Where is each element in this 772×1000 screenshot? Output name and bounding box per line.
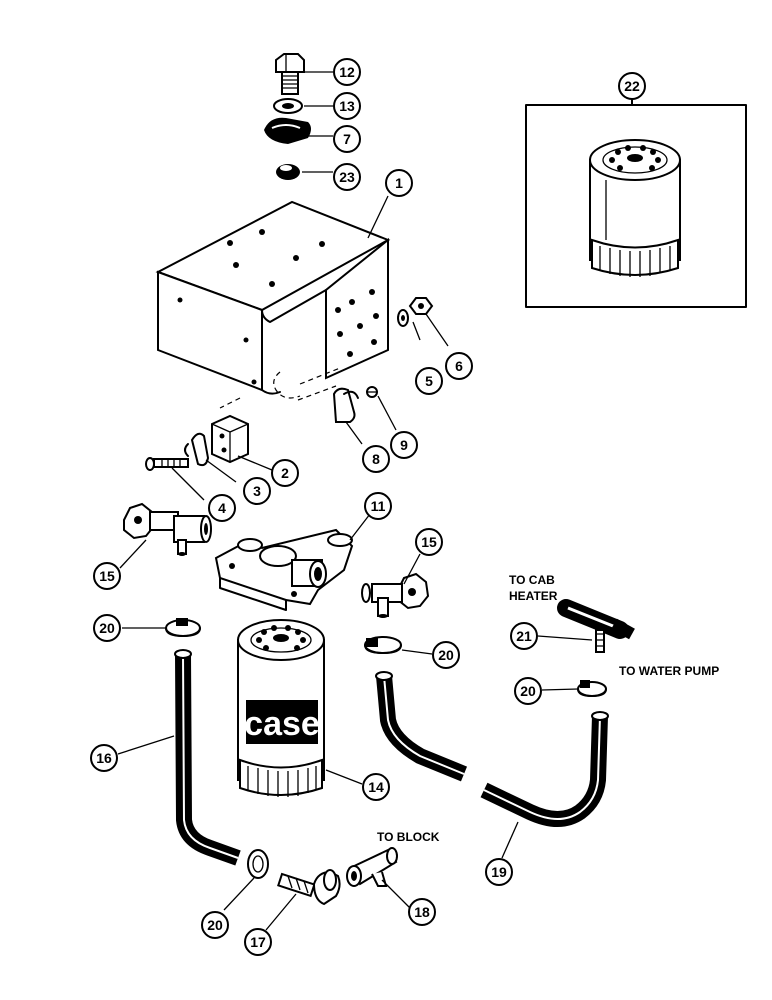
hose-clamp-20-upper-left <box>165 618 201 637</box>
callout-21: 21 <box>510 622 538 650</box>
callout-14: 14 <box>362 773 390 801</box>
hose-clamp-20-right <box>577 680 607 697</box>
callout-5: 5 <box>415 367 443 395</box>
clip-3 <box>184 432 210 467</box>
callout-number: 14 <box>368 779 384 795</box>
callout-1: 1 <box>385 169 413 197</box>
hose-clamp-20-lower <box>247 849 269 879</box>
hose-16 <box>174 649 241 866</box>
clip-8 <box>332 387 359 423</box>
elbow-fitting-17 <box>277 869 341 906</box>
drain-valve-15-right <box>361 572 430 618</box>
callout-number: 20 <box>438 647 454 663</box>
callout-number: 15 <box>99 568 115 584</box>
hose-19-lower <box>480 711 609 827</box>
bolt-12 <box>275 53 305 95</box>
filter-brand-logo: case <box>244 700 320 744</box>
nut-6 <box>408 297 434 315</box>
callout-15-right: 15 <box>415 528 443 556</box>
callout-number: 11 <box>371 498 386 514</box>
inset-filter-box <box>525 97 747 308</box>
fuel-filter-14: case <box>237 619 325 797</box>
callout-number: 18 <box>414 904 430 920</box>
callout-22: 22 <box>618 72 646 100</box>
callout-13: 13 <box>333 92 361 120</box>
callout-number: 20 <box>520 683 536 699</box>
hose-19-upper <box>375 671 468 782</box>
callout-7: 7 <box>333 125 361 153</box>
clamp-7 <box>264 117 311 144</box>
callout-number: 9 <box>400 437 408 453</box>
callout-number: 20 <box>99 620 115 636</box>
callout-18: 18 <box>408 898 436 926</box>
hose-clamp-20-center <box>364 636 402 654</box>
mounting-bracket-1 <box>155 200 391 409</box>
callout-3: 3 <box>243 477 271 505</box>
callout-8: 8 <box>362 445 390 473</box>
screw-4 <box>145 457 189 471</box>
callout-number: 1 <box>395 175 403 191</box>
callout-number: 6 <box>455 358 463 374</box>
leader-lines <box>117 71 593 931</box>
callout-number: 20 <box>207 917 223 933</box>
callout-4: 4 <box>208 494 236 522</box>
washer-5 <box>397 309 409 327</box>
callout-number: 12 <box>339 64 355 80</box>
callout-number: 2 <box>281 465 289 481</box>
callout-number: 5 <box>425 373 433 389</box>
callout-number: 22 <box>624 78 640 94</box>
filter-brand-text: case <box>244 705 320 743</box>
note-to-water-pump: TO WATER PUMP <box>619 664 719 678</box>
callout-number: 15 <box>421 534 437 550</box>
callout-20-right: 20 <box>514 677 542 705</box>
callout-number: 4 <box>218 500 226 516</box>
callout-number: 19 <box>491 864 507 880</box>
callout-23: 23 <box>333 163 361 191</box>
callout-9: 9 <box>390 431 418 459</box>
callout-20-upper-left: 20 <box>93 614 121 642</box>
callout-6: 6 <box>445 352 473 380</box>
callout-19: 19 <box>485 858 513 886</box>
callout-17: 17 <box>244 928 272 956</box>
callout-number: 13 <box>339 98 355 114</box>
callout-12: 12 <box>333 58 361 86</box>
spacer-23 <box>276 164 300 180</box>
washer-13 <box>273 98 303 114</box>
block-2 <box>211 414 249 464</box>
inset-filter-illustration <box>589 139 681 277</box>
callout-20-center: 20 <box>432 641 460 669</box>
drain-valve-15-left <box>123 502 212 556</box>
screw-9 <box>366 386 378 398</box>
callout-number: 16 <box>96 750 112 766</box>
note-to-cab-line2: HEATER <box>509 589 558 603</box>
filter-head-11 <box>214 528 354 611</box>
callout-15-left: 15 <box>93 562 121 590</box>
callout-number: 23 <box>339 169 355 185</box>
note-to-block: TO BLOCK <box>377 830 440 844</box>
callout-2: 2 <box>271 459 299 487</box>
note-to-cab-line1: TO CAB <box>509 573 555 587</box>
tee-fitting-18 <box>346 847 398 887</box>
callout-number: 8 <box>372 451 380 467</box>
tee-fitting-21 <box>557 599 635 653</box>
callout-number: 21 <box>516 628 532 644</box>
callout-20-lower: 20 <box>201 911 229 939</box>
callout-number: 3 <box>253 483 261 499</box>
callout-number: 17 <box>250 934 266 950</box>
callout-number: 7 <box>343 131 351 147</box>
callout-16: 16 <box>90 744 118 772</box>
callout-11: 11 <box>364 492 392 520</box>
